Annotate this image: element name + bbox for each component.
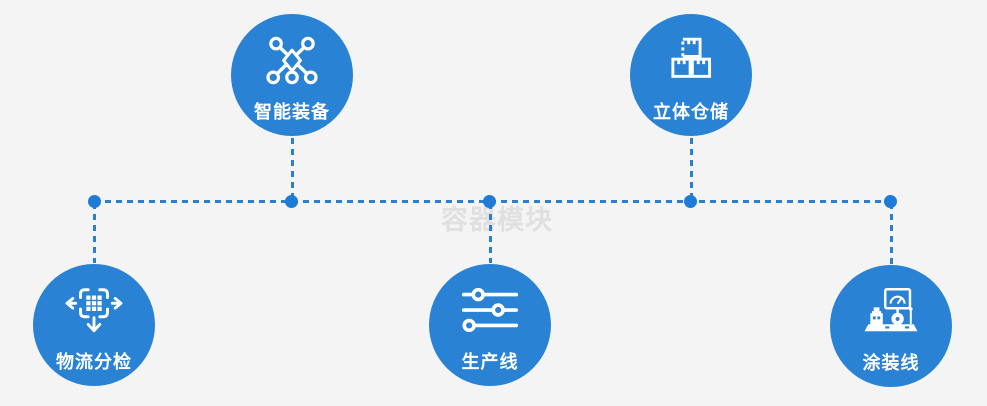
watermark: 容器模块 — [441, 205, 553, 236]
node-production-line: 生产线 — [429, 264, 551, 386]
connector-vertical-coating-line — [890, 203, 893, 265]
machine-monitor-icon — [858, 282, 924, 340]
junction-dot — [88, 195, 101, 208]
junction-dot — [285, 195, 298, 208]
node-label: 生产线 — [461, 352, 519, 373]
sliders-icon — [461, 281, 519, 339]
node-label: 智能装备 — [254, 102, 330, 123]
connector-vertical-production-line — [489, 203, 492, 263]
junction-dot — [483, 195, 496, 208]
node-label: 物流分检 — [56, 352, 132, 373]
connector-vertical-smart-equipment — [291, 138, 294, 201]
move-sort-icon — [63, 281, 125, 339]
node-logistics-sorting: 物流分检 — [33, 264, 155, 386]
stacked-boxes-icon — [662, 31, 720, 89]
node-label: 涂装线 — [862, 353, 920, 374]
junction-dot — [884, 195, 897, 208]
node-label: 立体仓储 — [653, 102, 729, 123]
node-coating-line: 涂装线 — [830, 265, 952, 387]
connector-vertical-warehouse — [690, 138, 693, 201]
connector-vertical-sorting — [93, 203, 96, 263]
node-smart-equipment: 智能装备 — [231, 14, 353, 136]
junction-dot — [684, 195, 697, 208]
network-nodes-icon — [262, 31, 322, 89]
node-stereo-warehouse: 立体仓储 — [630, 14, 752, 136]
